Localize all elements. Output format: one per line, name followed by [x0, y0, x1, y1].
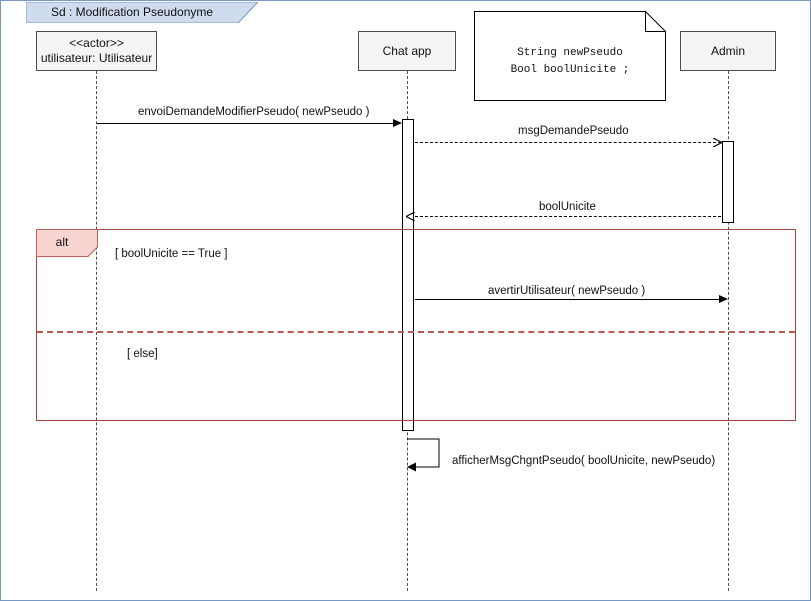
- note-line-1: String newPseudo: [517, 47, 623, 59]
- note-line-2: Bool boolUnicite ;: [510, 64, 630, 76]
- message-label-affichermsgchgntpseudo: afficherMsgChgntPseudo( boolUnicite, new…: [452, 455, 716, 467]
- note-shape: [474, 11, 666, 101]
- frame-tab-shape: [26, 2, 258, 23]
- alt-fragment-divider: [37, 331, 795, 333]
- lifeline-head-chatapp[interactable]: Chat app: [358, 31, 456, 71]
- alt-guard-2: [ else]: [127, 348, 158, 360]
- message-arrowhead-envoidemandemodifierpseudo: [393, 118, 402, 127]
- activation-bar-chatapp: [402, 119, 414, 431]
- message-label-envoidemandemodifierpseudo: envoiDemandeModifierPseudo( newPseudo ): [138, 106, 370, 118]
- message-arrowhead-avertirutilisateur: [719, 294, 728, 303]
- frame-tab-label: Sd : Modification Pseudonyme: [50, 5, 214, 19]
- declaration-note: String newPseudo Bool boolUnicite ;: [474, 11, 666, 101]
- message-arrowhead-boolunicite: [406, 211, 415, 221]
- lifeline-stereotype-utilisateur: <<actor>>: [69, 36, 124, 50]
- alt-fragment-operator-label: alt: [55, 235, 69, 249]
- alt-tag-shape: [36, 229, 98, 257]
- lifeline-name-admin: Admin: [710, 43, 745, 58]
- diagram-frame-tab: Sd : Modification Pseudonyme: [26, 2, 258, 23]
- lifeline-name-chatapp: Chat app: [382, 43, 432, 58]
- message-label-avertirutilisateur: avertirUtilisateur( newPseudo ): [488, 285, 646, 297]
- message-line-boolunicite: [415, 216, 721, 217]
- message-arrowhead-msgdemandepseudo: [713, 137, 722, 147]
- alt-fragment-operator-tag: alt: [36, 229, 98, 257]
- message-line-envoidemandemodifierpseudo: [97, 123, 393, 124]
- lifeline-head-utilisateur[interactable]: <<actor>> utilisateur: Utilisateur: [36, 31, 157, 71]
- activation-bar-admin: [722, 141, 734, 223]
- message-label-boolunicite: boolUnicite: [539, 201, 596, 213]
- lifeline-head-admin[interactable]: Admin: [680, 31, 776, 71]
- self-message-affichermsgchgntpseudo: [407, 438, 447, 472]
- alt-fragment-frame: [36, 229, 796, 421]
- message-label-msgdemandepseudo: msgDemandePseudo: [518, 125, 629, 137]
- message-line-avertirutilisateur: [415, 299, 719, 300]
- lifeline-name-utilisateur: utilisateur: Utilisateur: [40, 51, 153, 65]
- message-line-msgdemandepseudo: [415, 142, 721, 143]
- self-message-path: [407, 438, 440, 472]
- alt-guard-1: [ boolUnicite == True ]: [115, 248, 228, 260]
